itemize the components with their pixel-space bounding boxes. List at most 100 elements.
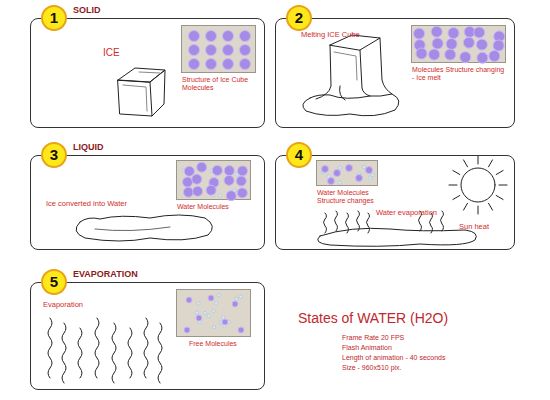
water-dot	[212, 309, 215, 312]
melting-cube-edge	[380, 38, 392, 94]
callout-number: 5	[43, 271, 65, 293]
evaporating-puddle	[318, 228, 477, 246]
molecule-picture	[177, 161, 252, 201]
molecule	[223, 31, 234, 42]
molecule-caption: Water Molecules	[177, 203, 255, 211]
water-dot	[217, 294, 220, 297]
state-panel: EVAPORATIONEvaporation5Free Molecules	[30, 282, 265, 390]
molecule	[206, 31, 217, 42]
state-heading: EVAPORATION	[73, 269, 138, 279]
molecule	[193, 186, 203, 196]
melt-puddle	[303, 94, 399, 116]
vapour-stream	[48, 318, 52, 378]
molecule	[224, 166, 234, 176]
sun-ray	[478, 206, 479, 214]
sun-ray	[489, 203, 493, 210]
panel-label: Sun heat	[459, 223, 489, 232]
molecule-box: Free Molecules	[176, 289, 251, 337]
vapour-line	[346, 213, 349, 233]
sun-ray	[453, 196, 460, 200]
water-dot	[338, 181, 341, 184]
molecule	[489, 51, 500, 62]
molecule	[189, 45, 200, 56]
panel-label: Evaporation	[43, 301, 83, 310]
molecule	[222, 319, 228, 325]
water-ripple	[95, 227, 170, 231]
molecule	[208, 295, 214, 301]
callout-circle: 3	[41, 142, 67, 168]
molecule	[183, 187, 193, 197]
molecule-picture	[177, 290, 252, 338]
molecule	[240, 59, 251, 70]
molecule	[334, 170, 341, 177]
water-puddle	[76, 215, 212, 241]
state-heading: LIQUID	[73, 142, 104, 152]
molecule	[189, 59, 200, 70]
water-dot	[207, 314, 210, 317]
molecule-picture	[317, 161, 379, 187]
vapour-line	[324, 213, 327, 233]
vapour-line	[335, 211, 338, 231]
state-heading: SOLID	[73, 5, 101, 15]
callout-circle: 5	[41, 269, 67, 295]
molecule	[206, 59, 217, 70]
molecule	[429, 49, 440, 60]
diagram-title: States of WATER (H2O)	[298, 310, 448, 326]
vapour-stream	[144, 318, 148, 378]
molecule-box: Water Molecules	[176, 160, 251, 200]
callout-number: 1	[43, 7, 65, 29]
callout-circle: 2	[286, 5, 312, 31]
molecule	[346, 165, 353, 172]
molecule	[474, 27, 485, 38]
water-dot	[203, 311, 206, 314]
molecule-box: Water Molecules Structure changes	[316, 160, 378, 186]
molecule	[431, 26, 442, 37]
molecule	[206, 45, 217, 56]
water-dot	[197, 302, 200, 305]
molecule	[416, 48, 427, 59]
molecule	[414, 28, 425, 39]
molecule	[476, 39, 487, 50]
ice-cube-front	[118, 80, 152, 116]
water-dot	[213, 326, 216, 329]
sun-ray	[496, 171, 503, 175]
sun-ray	[489, 160, 493, 167]
molecule	[196, 315, 202, 321]
molecule	[446, 39, 457, 50]
vapour-line	[367, 213, 370, 233]
animation-note: Frame Rate 20 FPS	[342, 334, 404, 342]
molecule	[184, 327, 190, 333]
molecule	[240, 45, 251, 56]
molecule	[223, 59, 234, 70]
molecule	[184, 166, 194, 176]
molecule	[432, 38, 443, 49]
molecule-box: Structure of Ice Cube Molecules	[181, 25, 256, 73]
molecule-picture	[182, 26, 257, 74]
drip	[340, 86, 345, 100]
melting-cube-highlight	[334, 52, 357, 80]
molecule	[493, 40, 504, 51]
vapour-stream	[78, 328, 82, 378]
melting-cube-edge	[316, 45, 331, 99]
molecule	[223, 45, 234, 56]
molecule-picture	[412, 26, 507, 64]
sun-ray	[478, 156, 479, 164]
animation-note: Length of animation - 40 seconds	[342, 354, 446, 362]
molecule	[197, 162, 207, 172]
molecule	[226, 191, 236, 201]
water-dot	[362, 165, 365, 168]
vapour-stream	[158, 323, 162, 383]
ice-cube-side	[150, 70, 165, 116]
water-dot	[338, 166, 341, 169]
panel-label: Melting ICE Cube	[301, 31, 360, 40]
callout-number: 2	[288, 7, 310, 29]
molecule	[460, 52, 471, 63]
molecule	[477, 52, 488, 63]
molecule	[238, 327, 244, 333]
sun-ray	[499, 185, 507, 186]
molecule	[206, 185, 216, 195]
molecule	[445, 49, 456, 60]
sun-ray	[496, 196, 503, 200]
water-dot	[215, 301, 218, 304]
